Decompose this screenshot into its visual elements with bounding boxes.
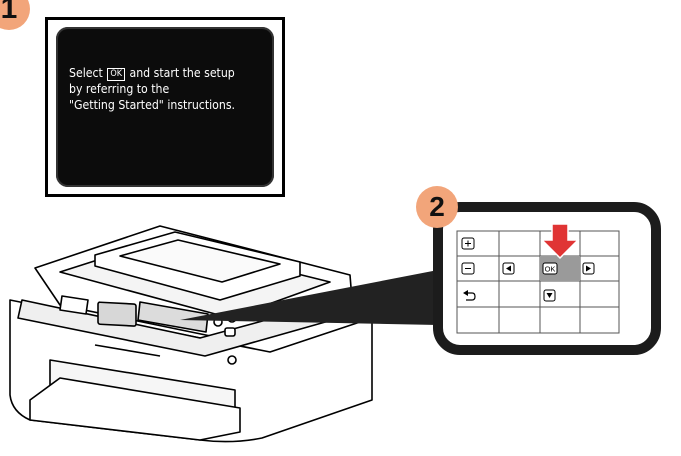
minus-key-icon — [462, 263, 474, 274]
left-arrow-key-icon — [503, 263, 514, 274]
zoomed-operation-panel: OK — [438, 207, 656, 350]
printer — [10, 226, 372, 442]
ok-key-icon: OK — [543, 263, 557, 274]
plus-key-icon — [462, 238, 474, 249]
lcd-screen: Select OK and start the setup by referri… — [56, 27, 274, 187]
lcd-line-1: Select OK and start the setup — [69, 65, 235, 81]
down-arrow-key-icon — [544, 290, 555, 301]
ok-key-icon: OK — [107, 68, 125, 81]
right-arrow-key-icon — [583, 263, 594, 274]
lcd-message: Select OK and start the setup by referri… — [69, 65, 235, 113]
step-2-badge: 2 — [416, 186, 458, 228]
lcd-line-2: by referring to the — [69, 81, 235, 97]
lcd-line-3: "Getting Started" instructions. — [69, 97, 235, 113]
lcd-frame: Select OK and start the setup by referri… — [45, 17, 285, 197]
ok-key-label: OK — [545, 265, 556, 274]
